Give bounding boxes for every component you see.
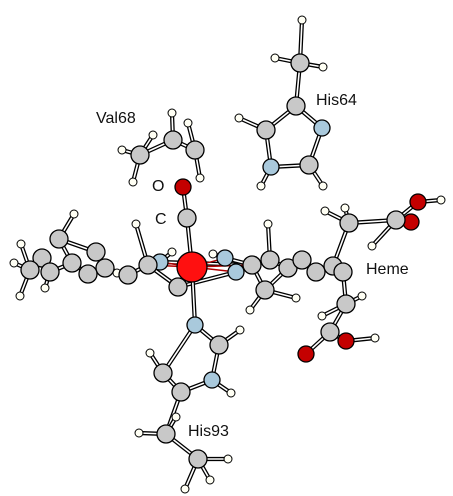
hydrogen-atom [208,249,218,259]
nitrogen-atom [227,263,245,281]
hydrogen-atom [320,206,330,216]
carbon-atom [242,255,262,275]
carbon-atom [339,213,359,233]
carbon-atom [336,294,356,314]
nitrogen-atom [262,158,280,176]
nitrogen-atom [203,371,221,389]
hydrogen-atom [148,130,158,140]
hydrogen-atom [131,219,141,229]
hydrogen-atom [167,247,177,257]
carbon-atom [290,53,310,73]
carbon-atom [320,322,340,342]
carbon-atom [153,363,173,383]
hydrogen-atom [117,145,127,155]
carbon-atom [118,265,138,285]
carbon-atom [171,382,191,402]
val68-label: Val68 [96,110,136,127]
hydrogen-atom [256,181,266,191]
oxygen-atom [409,193,427,211]
carbon-atom [255,280,275,300]
hydrogen-atom [205,475,215,485]
carbon-atom [130,145,150,165]
carbon-atom [163,130,183,150]
hydrogen-atom [357,291,367,301]
carbon-atom [78,264,98,284]
carbon-atom [209,335,229,355]
hydrogen-atom [291,293,301,303]
atoms-layer [9,15,446,494]
carbon-atom [185,140,205,160]
nitrogen-atom [186,316,204,334]
oxygen-atom [337,332,355,350]
carbon-atom [256,120,276,140]
carbon-atom [333,262,353,282]
hydrogen-atom [317,311,327,321]
carbon-atom [86,242,106,262]
carbon-atom [49,229,69,249]
nitrogen-atom [313,119,331,137]
carbon-atom [260,250,280,270]
oxygen-atom [174,178,192,196]
hydrogen-atom [226,388,236,398]
nitrogen-atom [216,249,234,267]
hydrogen-atom [318,62,328,72]
hydrogen-atom [436,195,446,205]
carbon-atom [177,208,197,228]
carbon-label: C [155,211,167,228]
hydrogen-atom [235,325,245,335]
carbon-atom [62,253,82,273]
carbon-atom [138,255,158,275]
hydrogen-atom [171,412,181,422]
hydrogen-atom [183,118,193,128]
hydrogen-atom [9,258,19,268]
carbon-atom [299,155,319,175]
hydrogen-atom [167,108,177,118]
hydrogen-atom [318,181,328,191]
hydrogen-atom [245,305,255,315]
hydrogen-atom [16,239,26,249]
hydrogen-atom [370,333,380,343]
carbon-atom [286,96,306,116]
carbon-atom [168,277,188,297]
hydrogen-atom [263,219,273,229]
bond-highlight [177,271,237,288]
hydrogen-atom [340,203,350,213]
oxygen-atom [297,345,315,363]
carbon-atom [386,210,406,230]
hydrogen-atom [367,241,377,251]
hydrogen-atom [145,348,155,358]
hydrogen-atom [223,454,233,464]
hydrogen-atom [270,53,280,63]
hydrogen-atom [297,15,307,25]
hydrogen-atom [128,177,138,187]
carbon-atom [20,260,40,280]
carbon-atom [306,262,326,282]
carbon-atom [95,258,115,278]
hydrogen-atom [15,291,25,301]
hydrogen-atom [40,283,50,293]
carbon-atom [292,250,312,270]
hydrogen-atom [69,209,79,219]
oxygen-label: O [152,178,165,195]
heme-label: Heme [366,261,409,278]
carbon-atom [40,262,60,282]
hydrogen-atom [195,173,205,183]
carbon-atom [156,424,176,444]
hydrogen-atom [234,113,244,123]
iron-atom [176,251,208,283]
hydrogen-atom [180,484,190,494]
carbon-atom [188,449,208,469]
hydrogen-atom [134,428,144,438]
his93-label: His93 [188,423,229,440]
his64-label: His64 [316,92,357,109]
